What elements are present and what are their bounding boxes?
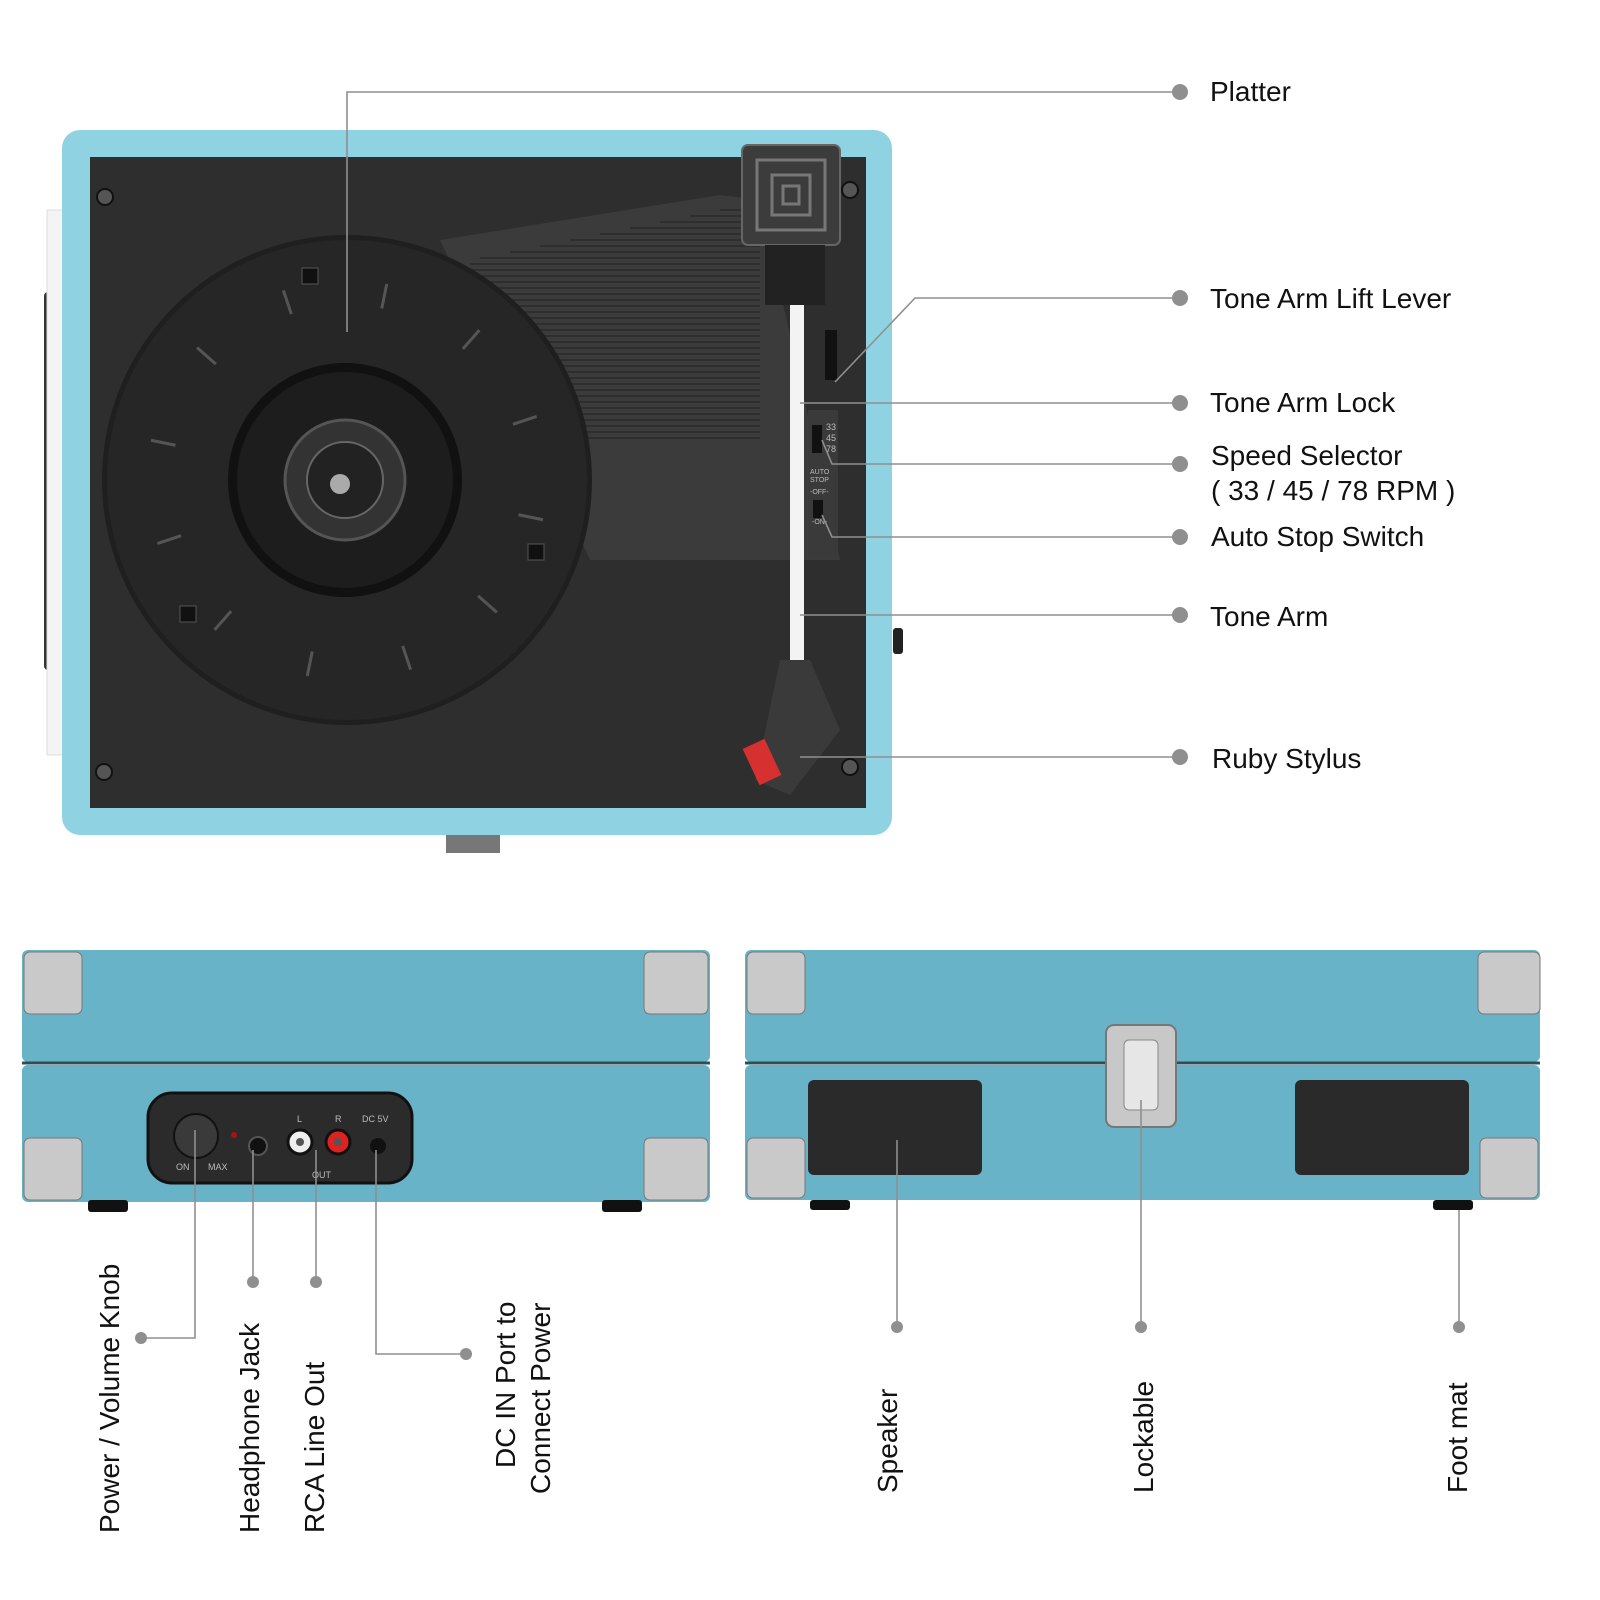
label-power-volume-knob: Power / Volume Knob — [94, 1264, 125, 1533]
speed-switch — [812, 425, 822, 453]
label-tone-arm-lock: Tone Arm Lock — [1210, 387, 1396, 418]
top-callouts: Platter Tone Arm Lift Lever Tone Arm Loc… — [346, 76, 1455, 774]
label-headphone-jack: Headphone Jack — [234, 1322, 265, 1533]
marking-45: 45 — [826, 433, 836, 443]
marking-auto: AUTO — [810, 469, 830, 476]
label-speed-selector-rpm: ( 33 / 45 / 78 RPM ) — [1211, 475, 1455, 506]
label-foot-mat: Foot mat — [1442, 1382, 1473, 1493]
label-ruby-stylus: Ruby Stylus — [1212, 743, 1361, 774]
platter-tick — [150, 438, 176, 447]
tone-arm — [790, 305, 804, 660]
marking-r: R — [335, 1114, 342, 1124]
ruby-stylus — [742, 738, 782, 786]
platter-tick — [305, 651, 314, 677]
marking-dc5v: DC 5V — [362, 1114, 389, 1124]
label-dc-in-line1: DC IN Port to — [490, 1302, 521, 1468]
label-lockable: Lockable — [1128, 1381, 1159, 1493]
platter-tick — [380, 283, 389, 309]
platter-tick — [461, 329, 481, 350]
tone-arm-assembly: 33 45 78 AUTO STOP -OFF- -ON- — [741, 144, 841, 795]
speaker-left — [808, 1080, 982, 1175]
bottom-callouts: Power / Volume Knob Headphone Jack RCA L… — [94, 1100, 1473, 1533]
label-rca-line-out: RCA Line Out — [299, 1362, 330, 1533]
platter — [102, 235, 592, 725]
marking-l: L — [297, 1114, 302, 1124]
platter-tick — [213, 610, 233, 631]
control-panel — [146, 1091, 414, 1185]
dc-in-port[interactable] — [370, 1138, 386, 1154]
label-speed-selector: Speed Selector — [1211, 440, 1402, 471]
label-platter: Platter — [1210, 76, 1291, 107]
turntable-top-view: 33 45 78 AUTO STOP -OFF- -ON- — [44, 130, 903, 853]
marking-knob-max: MAX — [208, 1162, 228, 1172]
label-dc-in-line2: Connect Power — [525, 1303, 556, 1494]
marking-stop: STOP — [810, 477, 829, 484]
marking-on: -ON- — [812, 519, 828, 526]
speaker-right — [1295, 1080, 1469, 1175]
platter-tick — [401, 645, 413, 671]
platter-tick — [512, 414, 538, 426]
platter-tick — [477, 594, 498, 614]
volume-knob[interactable] — [173, 1113, 219, 1159]
marking-out: OUT — [312, 1170, 332, 1180]
platter-tick — [156, 534, 182, 546]
spindle — [330, 474, 350, 494]
case-side-view-controls: ON MAX L R OUT DC 5V — [22, 950, 710, 1212]
label-tone-arm: Tone Arm — [1210, 601, 1328, 632]
marking-33: 33 — [826, 422, 836, 432]
headshell — [755, 660, 840, 795]
marking-78: 78 — [826, 444, 836, 454]
platter-tick — [518, 513, 544, 522]
lift-lever — [825, 330, 837, 380]
label-speaker: Speaker — [872, 1389, 903, 1493]
case-side-view-front — [745, 950, 1541, 1210]
marking-knob-on: ON — [176, 1162, 190, 1172]
marking-off: -OFF- — [810, 489, 829, 496]
label-tone-arm-lift-lever: Tone Arm Lift Lever — [1210, 283, 1451, 314]
platter-tick — [196, 346, 217, 366]
platter-tick — [281, 289, 293, 315]
label-auto-stop-switch: Auto Stop Switch — [1211, 521, 1424, 552]
headphone-jack[interactable] — [248, 1136, 268, 1156]
auto-stop-switch — [813, 500, 823, 518]
